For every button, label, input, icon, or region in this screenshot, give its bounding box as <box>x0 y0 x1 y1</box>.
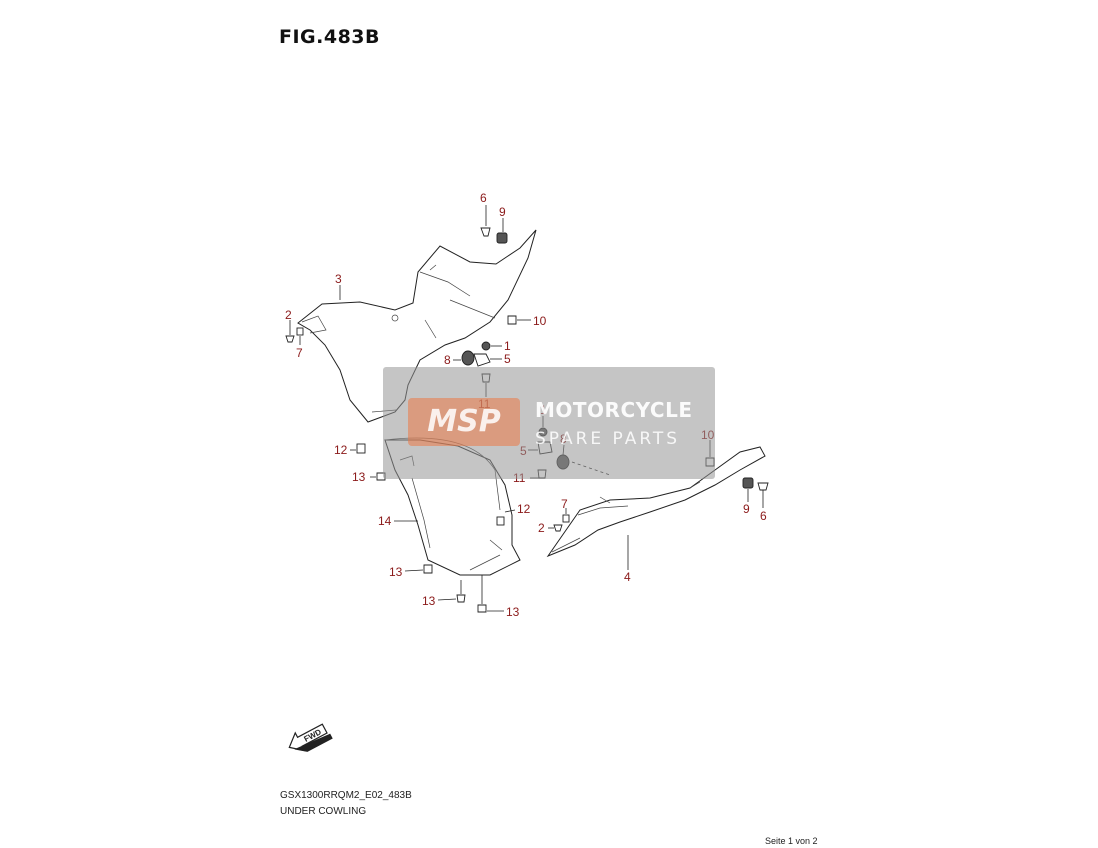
callout-7: 7 <box>296 346 303 360</box>
callout-6: 6 <box>480 191 487 205</box>
figure-name: UNDER COWLING <box>280 806 367 817</box>
fastener-10-top <box>507 315 531 325</box>
callout-13-b: 13 <box>389 565 403 579</box>
figure-title: FIG.483B <box>279 26 381 48</box>
fastener-6-top <box>480 205 491 237</box>
callout-13-a: 13 <box>352 470 366 484</box>
callout-12-left: 12 <box>334 443 348 457</box>
callout-3: 3 <box>335 272 342 286</box>
callout-6-right: 6 <box>760 509 767 523</box>
callout-1: 1 <box>504 339 511 353</box>
watermark-line2: SPARE PARTS <box>535 429 681 449</box>
fastener-1 <box>481 341 502 351</box>
fastener-13-b <box>404 564 433 574</box>
fastener-9-top <box>496 218 508 244</box>
fastener-6-right <box>757 482 769 508</box>
callout-9-right: 9 <box>743 502 750 516</box>
fwd-arrow-icon: FWD <box>288 723 333 752</box>
callout-9: 9 <box>499 205 506 219</box>
callout-13-c: 13 <box>422 594 436 608</box>
fastener-5-top <box>473 353 502 367</box>
fastener-7-right <box>562 508 570 523</box>
fastener-8-top <box>453 350 475 366</box>
callout-2: 2 <box>285 308 292 322</box>
callout-14: 14 <box>378 514 392 528</box>
callout-2-right: 2 <box>538 521 545 535</box>
callout-7-right: 7 <box>561 497 568 511</box>
callout-13-d: 13 <box>506 605 520 619</box>
watermark-logo: MSP <box>408 398 520 446</box>
fastener-9-right <box>742 477 754 502</box>
model-code: GSX1300RRQM2_E02_483B <box>280 790 412 801</box>
callout-4: 4 <box>624 570 631 584</box>
fastener-12-right <box>496 509 516 526</box>
fastener-13-c <box>437 580 466 603</box>
watermark-line1: MOTORCYCLE <box>535 398 693 422</box>
fastener-2-top <box>285 320 295 343</box>
callout-5: 5 <box>504 352 511 366</box>
fastener-13-d <box>477 575 504 613</box>
page-indicator: Seite 1 von 2 <box>765 836 818 846</box>
part-3-upper-cowling <box>297 229 537 423</box>
callout-12-right: 12 <box>517 502 531 516</box>
fastener-7-top <box>296 327 304 345</box>
callout-8: 8 <box>444 353 451 367</box>
fastener-2-right <box>548 524 563 532</box>
fastener-12-left <box>350 443 366 454</box>
callout-10: 10 <box>533 314 547 328</box>
